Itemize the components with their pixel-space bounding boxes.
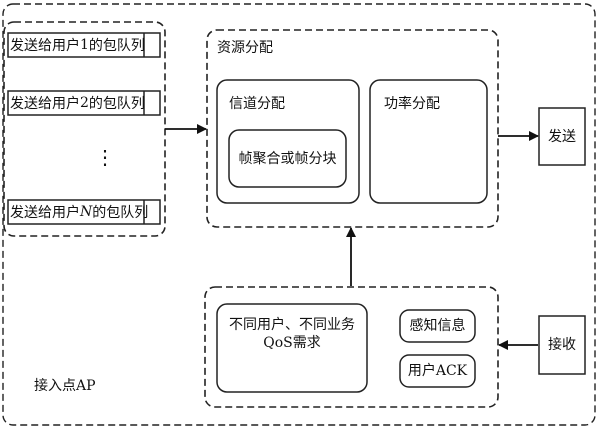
sensing-info-label: 感知信息	[409, 318, 466, 334]
user-ack-label: 用户ACK	[407, 363, 468, 379]
qos-requirements-box	[216, 303, 368, 393]
queue-label-2-suffix: 的包队列	[88, 96, 145, 112]
power-allocation-box	[369, 79, 488, 204]
feedback-frame	[204, 286, 499, 408]
queue-label-1-user: 1	[80, 37, 89, 53]
sensing-info-box	[399, 309, 476, 343]
qos-requirements-label: 不同用户、不同业务 QoS需求	[217, 314, 367, 354]
queue-box-n	[7, 199, 161, 225]
power-allocation-title: 功率分配	[384, 96, 440, 112]
access-point-label: 接入点AP	[34, 378, 96, 394]
queue-label-1-suffix: 的包队列	[88, 38, 145, 54]
channel-allocation-box	[216, 79, 360, 204]
send-box	[538, 107, 586, 166]
frame-aggregation-label: 帧聚合或帧分块	[238, 150, 337, 167]
qos-requirements-line-2: QoS需求	[263, 335, 321, 351]
receive-label: 接收	[548, 337, 576, 353]
queue-label-n-user: N	[80, 204, 93, 220]
qos-requirements-line-1: 不同用户、不同业务	[229, 317, 355, 333]
frame-aggregation-box	[228, 129, 347, 188]
resource-allocation-frame	[206, 29, 499, 228]
send-label: 发送	[548, 128, 576, 145]
resource-allocation-title: 资源分配	[217, 40, 273, 56]
queue-box-2	[7, 90, 161, 116]
queue-label-n-prefix: 发送给用户	[10, 205, 80, 221]
queue-ellipsis: ⋮	[95, 145, 115, 169]
queue-label-1-prefix: 发送给用户	[10, 38, 80, 54]
access-point-boundary	[2, 3, 596, 426]
queue-label-2-prefix: 发送给用户	[10, 96, 80, 112]
queue-label-n-suffix: 的包队列	[92, 205, 149, 221]
user-ack-box	[399, 354, 476, 388]
queue-box-1	[7, 32, 161, 58]
queue-label-2-user: 2	[80, 95, 89, 111]
channel-allocation-title: 信道分配	[229, 96, 285, 112]
receive-box	[538, 315, 586, 375]
